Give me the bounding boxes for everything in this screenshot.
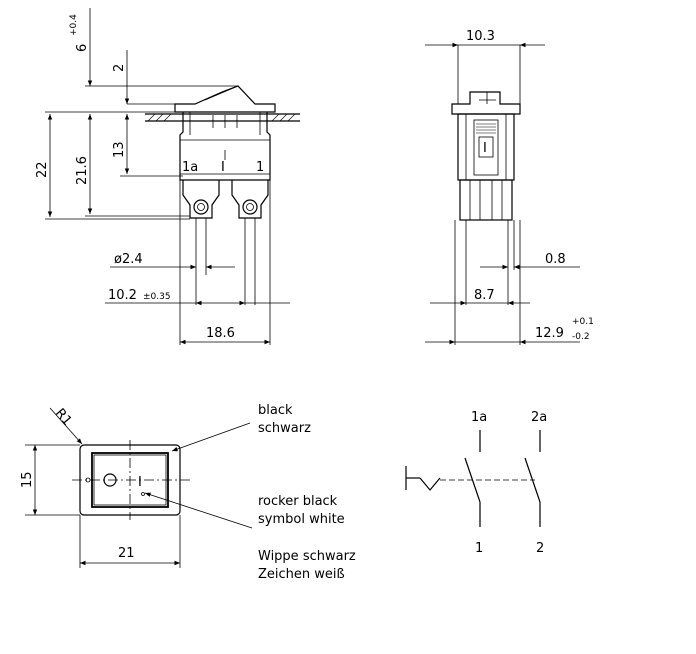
dim-6-tol: +0.4	[69, 14, 79, 36]
end-view: I 10.3 0.8 8.7 12.9 +0.1 -0.2	[425, 29, 594, 345]
terminal-1-label: 1	[256, 160, 264, 175]
end-view-symbol-I: I	[483, 141, 487, 156]
dim-8-7-label: 8.7	[474, 288, 495, 303]
switch-schematic: 1a 2a 1 2	[405, 410, 547, 556]
front-view: I R1 15 21 black schwarz rocker black sy…	[20, 403, 356, 582]
note-rocker-en-2: symbol white	[258, 512, 345, 527]
front-symbol-I: I	[138, 475, 142, 490]
dim-12-9-tol-plus: +0.1	[572, 317, 594, 327]
dim-21-6-label: 21.6	[75, 156, 90, 185]
terminal-1a-label: 1a	[182, 160, 198, 175]
terminal-I-label: I	[221, 160, 225, 175]
shaded-strip	[476, 123, 496, 134]
dim-10-3-label: 10.3	[466, 29, 495, 44]
dim-22-label: 22	[35, 161, 50, 178]
dim-12-9-label: 12.9	[535, 326, 564, 341]
panel-hatch	[145, 113, 300, 122]
dim-0-8-label: 0.8	[545, 252, 566, 267]
note-black-de: schwarz	[258, 421, 311, 436]
schematic-label-1a: 1a	[471, 410, 487, 425]
schematic-label-1: 1	[475, 541, 483, 556]
dim-13-label: 13	[112, 141, 127, 158]
note-black-en: black	[258, 403, 293, 418]
note-rocker-de-1: Wippe schwarz	[258, 549, 356, 564]
schematic-label-2: 2	[536, 541, 544, 556]
dim-10-2-tol: ±0.35	[143, 292, 171, 302]
dim-2-label: 2	[112, 64, 127, 72]
dim-21-label: 21	[118, 546, 135, 561]
dim-10-2-label: 10.2	[108, 288, 137, 303]
dim-6-label: 6	[75, 44, 90, 52]
dim-12-9-tol-minus: -0.2	[572, 332, 590, 342]
note-rocker-en-1: rocker black	[258, 494, 338, 509]
note-rocker-de-2: Zeichen weiß	[258, 567, 345, 582]
dim-phi-label: ø2.4	[114, 252, 143, 267]
schematic-label-2a: 2a	[531, 410, 547, 425]
dim-15-label: 15	[20, 471, 35, 488]
radius-r1-label: R1	[52, 406, 75, 429]
dim-18-6-label: 18.6	[206, 326, 235, 341]
side-view: 6 +0.4 2 22 21.6 13 1a I 1 ø2.4 10.2 ±0.…	[35, 8, 300, 345]
